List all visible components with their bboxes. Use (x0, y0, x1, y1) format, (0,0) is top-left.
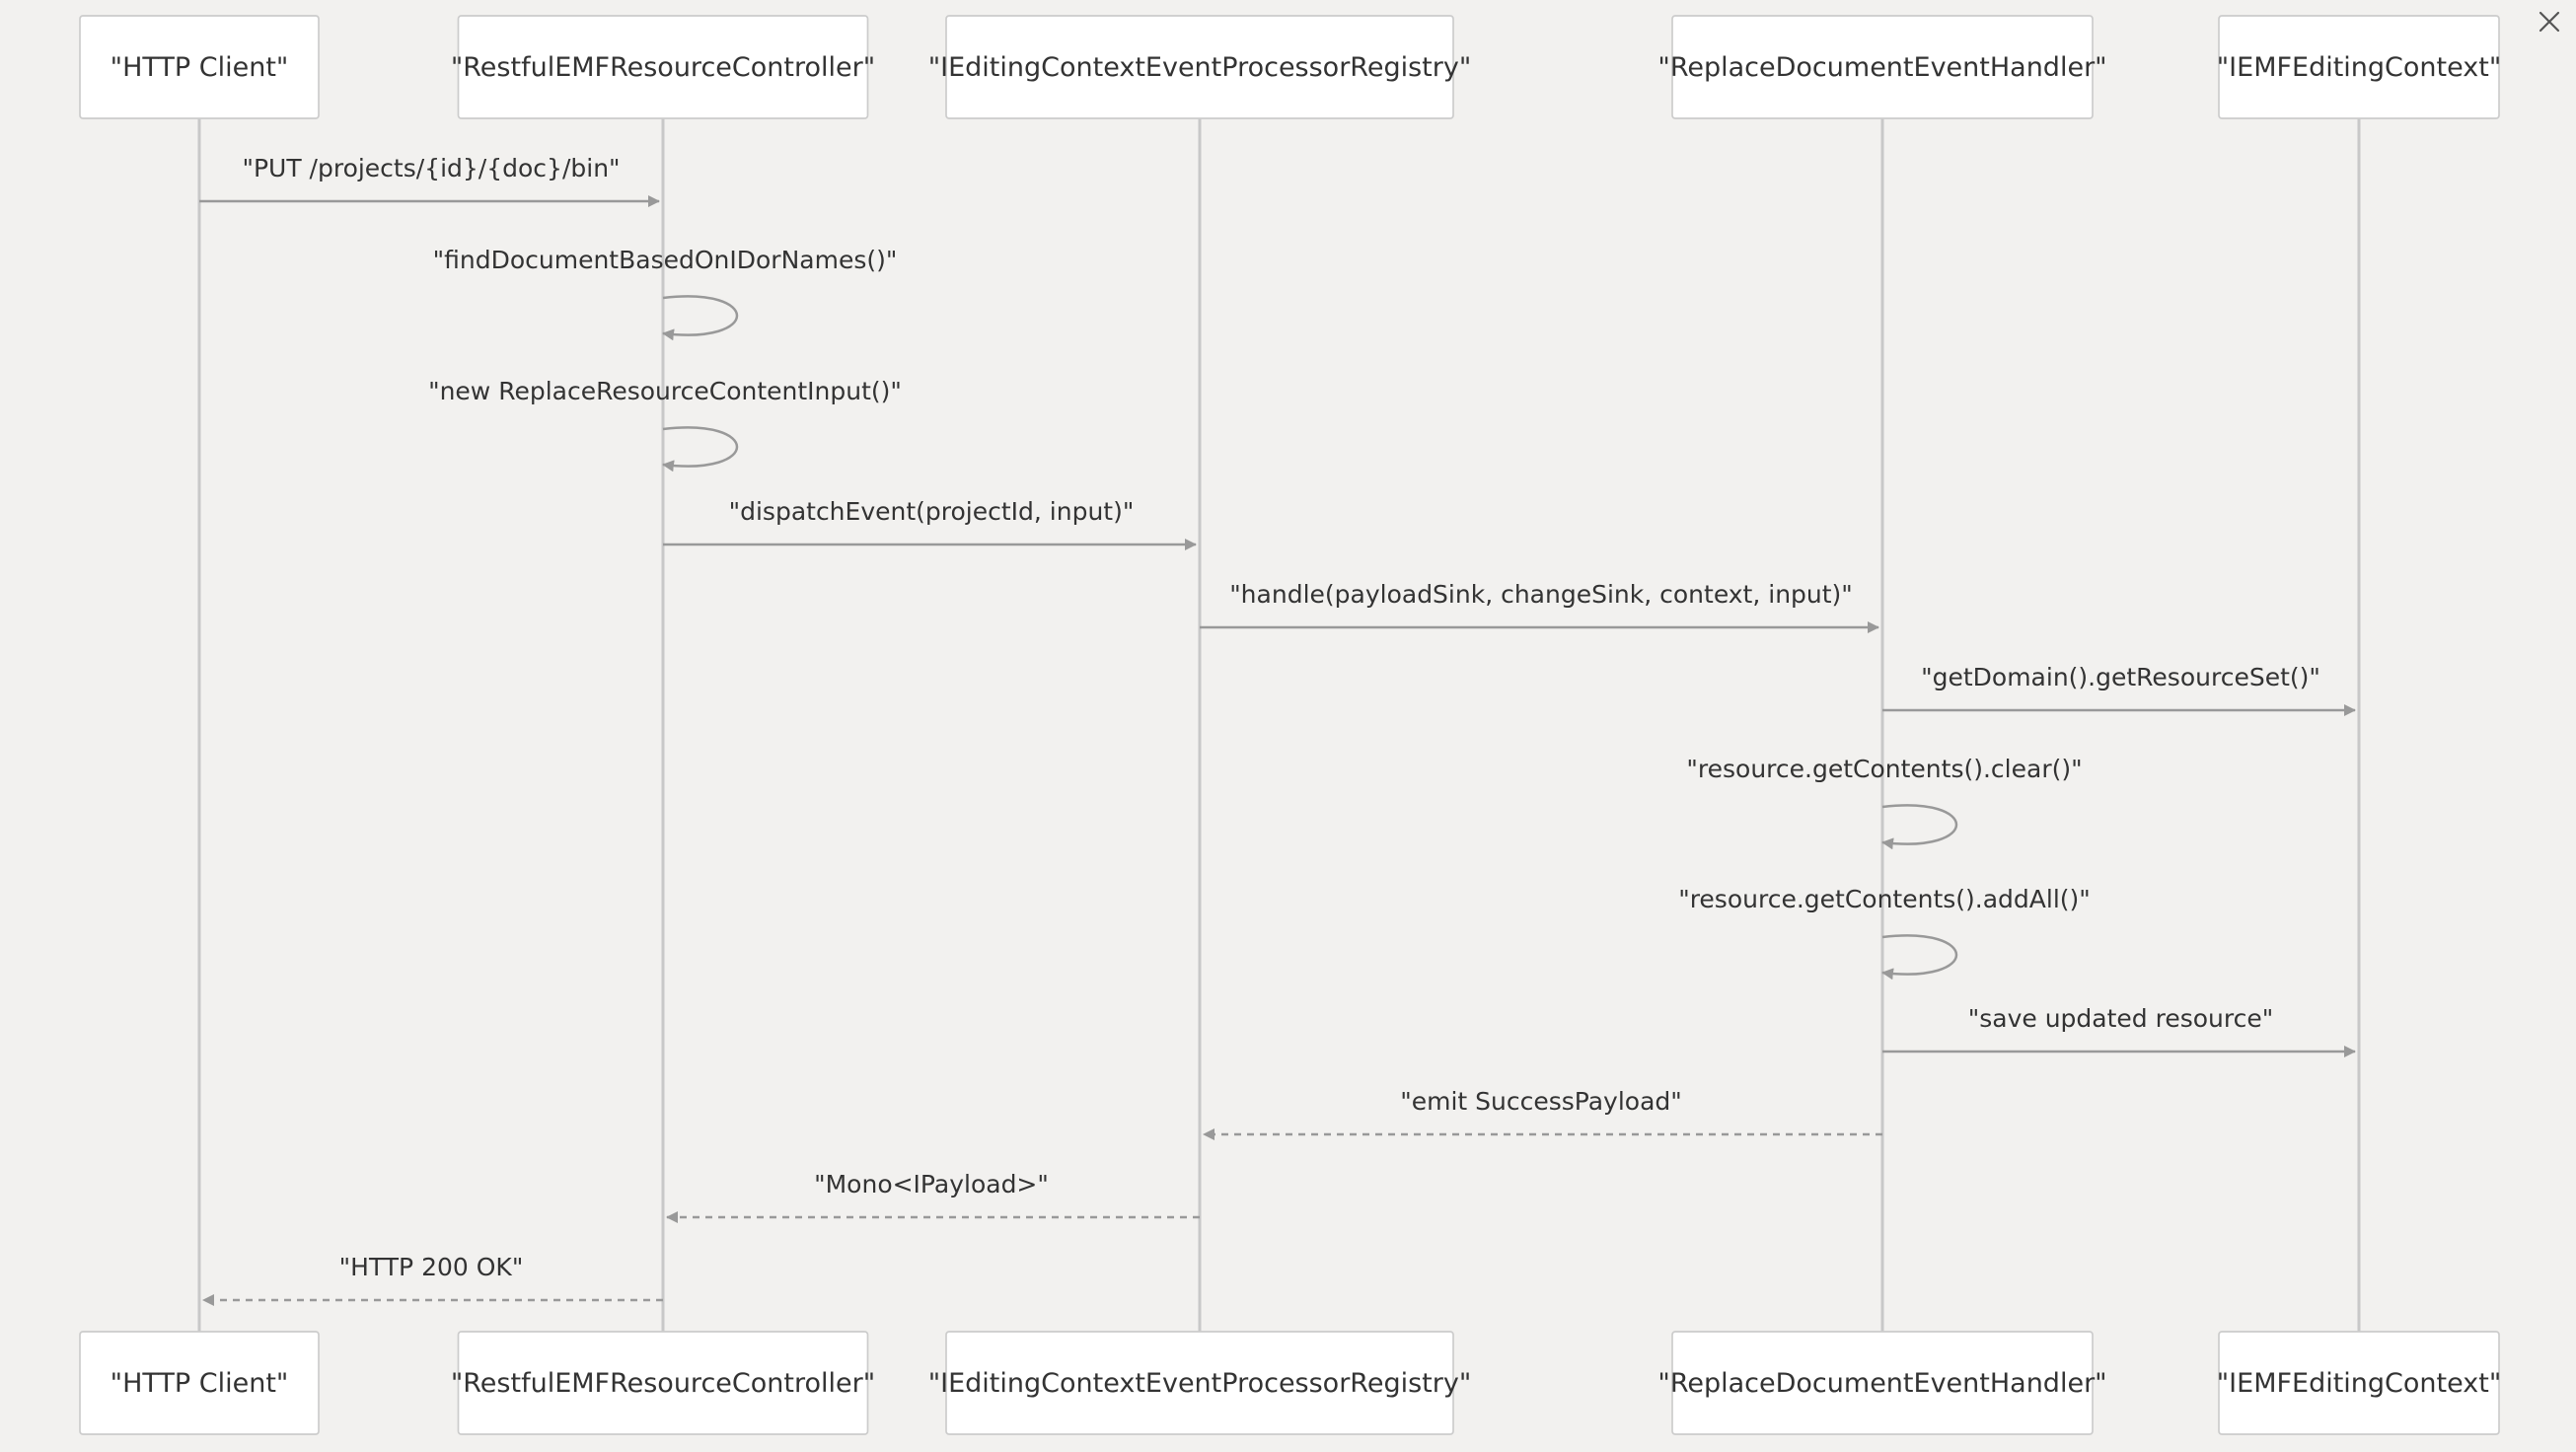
message-label: "emit SuccessPayload" (1400, 1087, 1682, 1116)
close-button[interactable] (2532, 4, 2567, 39)
self-call-arrow (1881, 934, 1957, 980)
messages: "PUT /projects/{id}/{doc}/bin" "findDocum… (199, 154, 2356, 1306)
participant-label: "RestfulEMFResourceController" (451, 1368, 875, 1399)
message-10: "emit SuccessPayload" (1203, 1087, 1882, 1140)
participant-label: "IEditingContextEventProcessorRegistry" (928, 52, 1472, 83)
participant-label: "RestfulEMFResourceController" (451, 52, 875, 83)
close-icon (2539, 11, 2560, 33)
participant-box (79, 15, 320, 119)
participant-controller-bottom: "RestfulEMFResourceController" (451, 1331, 875, 1435)
message-label: "new ReplaceResourceContentInput()" (428, 377, 902, 405)
participant-client-top: "HTTP Client" (79, 15, 320, 119)
message-label: "resource.getContents().clear()" (1686, 755, 2082, 783)
message-label: "dispatchEvent(projectId, input)" (729, 497, 1135, 526)
participant-box (1671, 1331, 2094, 1435)
participant-handler-bottom: "ReplaceDocumentEventHandler" (1657, 1331, 2107, 1435)
self-call-arrow (662, 295, 738, 341)
participant-label: "ReplaceDocumentEventHandler" (1657, 1368, 2106, 1399)
participant-registry-top: "IEditingContextEventProcessorRegistry" (928, 15, 1472, 119)
participant-box (2218, 15, 2500, 119)
participant-box (457, 1331, 869, 1435)
self-call-arrow (1881, 804, 1957, 850)
message-12: "HTTP 200 OK" (202, 1253, 663, 1306)
participant-box (945, 1331, 1454, 1435)
participant-label: "ReplaceDocumentEventHandler" (1657, 52, 2106, 83)
participant-box (2218, 1331, 2500, 1435)
participant-label: "IEditingContextEventProcessorRegistry" (928, 1368, 1472, 1399)
message-label: "HTTP 200 OK" (339, 1253, 524, 1281)
participant-context-top: "IEMFEditingContext" (2217, 15, 2502, 119)
participant-handler-top: "ReplaceDocumentEventHandler" (1657, 15, 2107, 119)
participant-box (1671, 15, 2094, 119)
message-5: "handle(payloadSink, changeSink, context… (1200, 580, 1879, 633)
message-8: "resource.getContents().addAll()" (1678, 885, 2091, 980)
message-4: "dispatchEvent(projectId, input)" (663, 497, 1197, 550)
message-9: "save updated resource" (1882, 1004, 2356, 1057)
message-label: "resource.getContents().addAll()" (1678, 885, 2091, 913)
self-call-arrow (662, 426, 738, 472)
participant-label: "IEMFEditingContext" (2217, 52, 2502, 83)
participant-controller-top: "RestfulEMFResourceController" (451, 15, 875, 119)
message-label: "PUT /projects/{id}/{doc}/bin" (242, 154, 620, 182)
participant-context-bottom: "IEMFEditingContext" (2217, 1331, 2502, 1435)
participant-client-bottom: "HTTP Client" (79, 1331, 320, 1435)
participant-label: "IEMFEditingContext" (2217, 1368, 2502, 1399)
message-label: "findDocumentBasedOnIDorNames()" (433, 246, 898, 274)
participants-top: "HTTP Client" "RestfulEMFResourceControll… (79, 15, 2502, 119)
message-1: "PUT /projects/{id}/{doc}/bin" (199, 154, 660, 207)
message-3: "new ReplaceResourceContentInput()" (428, 377, 902, 472)
message-7: "resource.getContents().clear()" (1686, 755, 2083, 850)
message-11: "Mono<IPayload>" (666, 1170, 1200, 1223)
lifelines (197, 118, 2361, 1332)
participants-bottom: "HTTP Client" "RestfulEMFResourceControll… (79, 1331, 2502, 1435)
participant-box (945, 15, 1454, 119)
message-label: "Mono<IPayload>" (814, 1170, 1049, 1198)
message-6: "getDomain().getResourceSet()" (1882, 663, 2356, 716)
participant-label: "HTTP Client" (110, 1368, 289, 1399)
participant-box (79, 1331, 320, 1435)
participant-box (457, 15, 869, 119)
participant-label: "HTTP Client" (110, 52, 289, 83)
message-label: "getDomain().getResourceSet()" (1921, 663, 2320, 691)
message-label: "handle(payloadSink, changeSink, context… (1229, 580, 1853, 609)
message-label: "save updated resource" (1968, 1004, 2274, 1033)
participant-registry-bottom: "IEditingContextEventProcessorRegistry" (928, 1331, 1472, 1435)
message-2: "findDocumentBasedOnIDorNames()" (433, 246, 898, 341)
